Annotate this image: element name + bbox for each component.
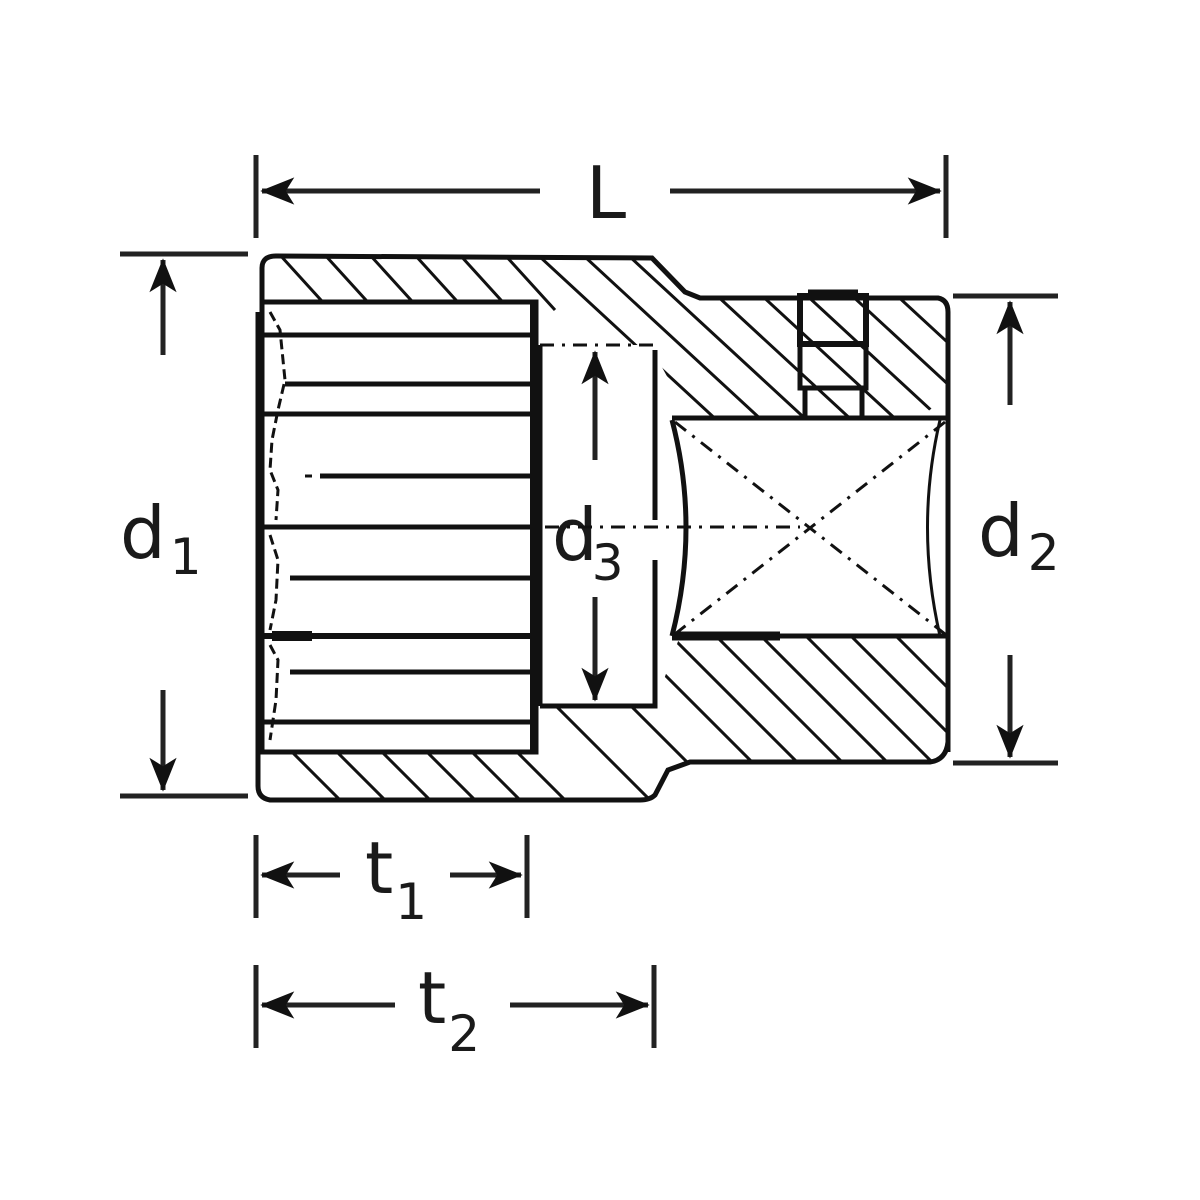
square-drive [545, 415, 948, 641]
label-t2: t2 [418, 956, 480, 1063]
outer-contour-bottom [255, 312, 951, 803]
dimension-d2: d2 [953, 293, 1060, 766]
twelve-point-bore [259, 299, 539, 755]
dimension-t2: t2 [253, 956, 657, 1063]
ball-detent [797, 289, 869, 418]
label-d3: d3 [552, 493, 624, 592]
center-recess [537, 343, 658, 709]
dimension-d3: d3 [552, 350, 624, 702]
dimension-t1: t1 [253, 826, 530, 931]
label-d2: d2 [978, 489, 1060, 582]
label-t1: t1 [365, 826, 427, 931]
label-d1: d1 [120, 491, 202, 586]
dimension-L: L [253, 151, 949, 238]
outer-contour-top [259, 253, 951, 752]
section-hatching-top [262, 256, 948, 418]
label-L: L [586, 151, 626, 235]
dimension-d1: d1 [120, 251, 248, 799]
